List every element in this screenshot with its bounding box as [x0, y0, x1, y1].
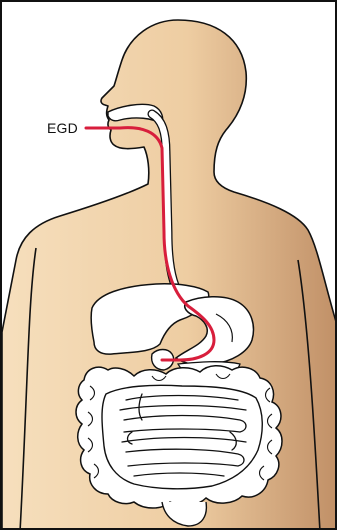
egd-label: EGD: [47, 120, 78, 136]
